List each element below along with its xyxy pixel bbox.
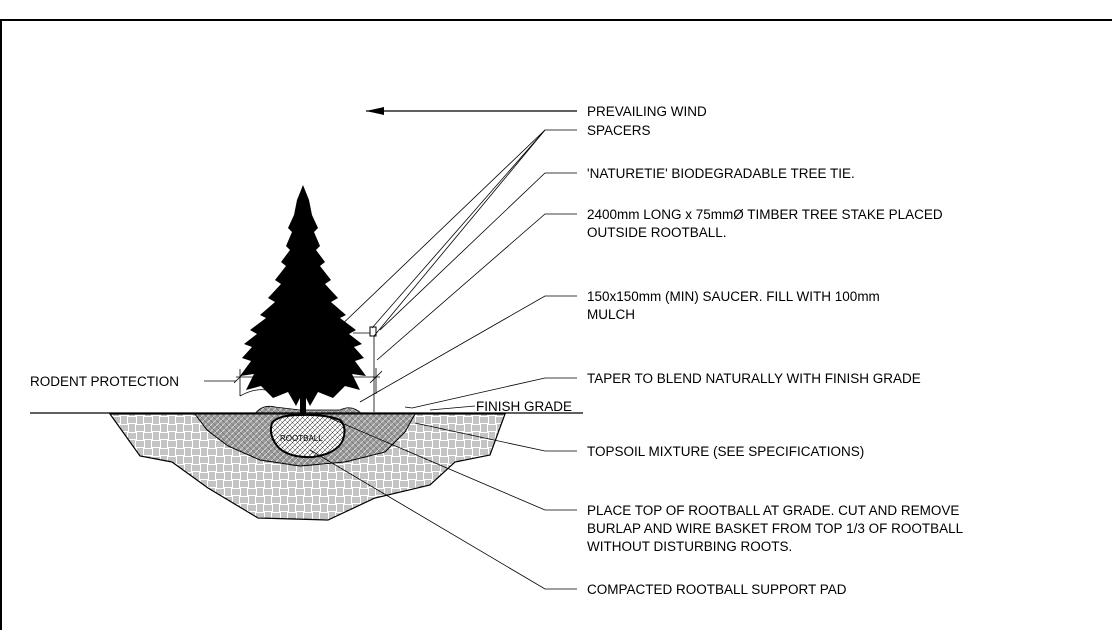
wind-arrow bbox=[366, 107, 577, 115]
rootball bbox=[269, 413, 346, 459]
leader-lines bbox=[204, 129, 577, 590]
label-prevailing-wind: PREVAILING WIND bbox=[587, 104, 707, 119]
dimension-1500: 1500 bbox=[233, 360, 383, 397]
drawing-border bbox=[0, 19, 1112, 630]
label-stake-line1: 2400mm LONG x 75mmØ TIMBER TREE STAKE PL… bbox=[587, 207, 943, 222]
label-topsoil: TOPSOIL MIXTURE (SEE SPECIFICATIONS) bbox=[587, 444, 864, 459]
label-taper: TAPER TO BLEND NATURALLY WITH FINISH GRA… bbox=[587, 371, 921, 386]
planting-pit: ROOTBALL bbox=[108, 405, 506, 521]
label-tree-tie: 'NATURETIE' BIODEGRADABLE TREE TIE. bbox=[587, 166, 855, 181]
backfill-basket-pattern bbox=[108, 413, 506, 521]
label-rootball-line2: BURLAP AND WIRE BASKET FROM TOP 1/3 OF R… bbox=[587, 521, 964, 536]
label-rootball-line3: WITHOUT DISTURBING ROOTS. bbox=[587, 539, 792, 554]
label-rootball-line1: PLACE TOP OF ROOTBALL AT GRADE. CUT AND … bbox=[587, 503, 959, 518]
rootball-tag: ROOTBALL bbox=[280, 434, 323, 443]
label-spacers: SPACERS bbox=[587, 123, 651, 138]
label-support-pad: COMPACTED ROOTBALL SUPPORT PAD bbox=[587, 582, 847, 597]
label-rodent-protection: RODENT PROTECTION bbox=[30, 374, 179, 389]
label-saucer-line2: MULCH bbox=[587, 307, 635, 322]
label-stake-line2: OUTSIDE ROOTBALL. bbox=[587, 225, 727, 240]
pine-tree bbox=[240, 185, 366, 414]
saucer-mound bbox=[254, 405, 363, 415]
label-saucer-line1: 150x150mm (MIN) SAUCER. FILL WITH 100mm bbox=[587, 289, 880, 304]
dimension-value: 1500 bbox=[254, 360, 283, 375]
label-finish-grade: FINISH GRADE bbox=[476, 399, 572, 414]
